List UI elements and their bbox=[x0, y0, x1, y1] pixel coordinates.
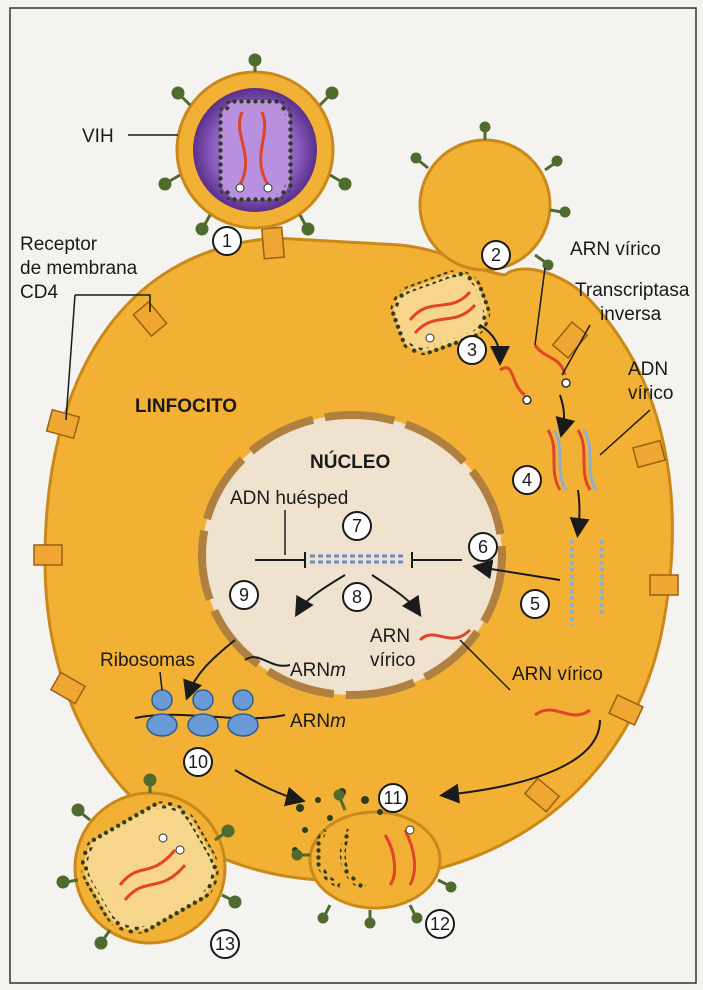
label-receptor-3: CD4 bbox=[20, 282, 58, 303]
label-arn-virico-cyto: ARN vírico bbox=[512, 664, 603, 685]
step-marker-9: 9 bbox=[230, 581, 258, 609]
step-number: 2 bbox=[491, 245, 501, 265]
step-number: 9 bbox=[239, 585, 249, 605]
step-number: 11 bbox=[384, 788, 403, 808]
label-receptor-1: Receptor bbox=[20, 234, 98, 255]
hiv-virion-top bbox=[160, 55, 350, 234]
step-marker-13: 13 bbox=[211, 930, 239, 958]
label-transcriptasa-1: Transcriptasa bbox=[575, 280, 690, 301]
step-number: 1 bbox=[222, 231, 232, 251]
step-number: 8 bbox=[352, 587, 362, 607]
step-number: 3 bbox=[467, 340, 477, 360]
step-number: 7 bbox=[352, 516, 362, 536]
label-ribosomas: Ribosomas bbox=[100, 650, 195, 671]
step-marker-12: 12 bbox=[426, 910, 454, 938]
step-marker-6: 6 bbox=[469, 533, 497, 561]
step-marker-2: 2 bbox=[482, 241, 510, 269]
step-marker-10: 10 bbox=[184, 748, 212, 776]
step-marker-8: 8 bbox=[343, 583, 371, 611]
receptor-4 bbox=[34, 545, 62, 565]
step-number: 12 bbox=[430, 914, 450, 934]
step-marker-1: 1 bbox=[213, 227, 241, 255]
step-number: 4 bbox=[522, 470, 532, 490]
label-adn-virico-1: ADN bbox=[628, 359, 668, 380]
step-marker-7: 7 bbox=[343, 512, 371, 540]
budding-virion-12 bbox=[310, 812, 440, 908]
receptor-8 bbox=[650, 575, 678, 595]
step-marker-3: 3 bbox=[458, 336, 486, 364]
label-arnm: ARNm bbox=[290, 711, 346, 732]
step-number: 6 bbox=[478, 537, 488, 557]
step-number: 5 bbox=[530, 594, 540, 614]
step-marker-4: 4 bbox=[513, 466, 541, 494]
label-arn-virico-nucleus-2: vírico bbox=[370, 650, 415, 671]
label-transcriptasa-2: inversa bbox=[600, 304, 662, 325]
label-adn-virico-2: vírico bbox=[628, 383, 673, 404]
step-number: 10 bbox=[188, 752, 208, 772]
label-linfocito: LINFOCITO bbox=[135, 396, 237, 417]
label-arn-virico-nucleus-1: ARN bbox=[370, 626, 410, 647]
label-nucleo: NÚCLEO bbox=[310, 451, 390, 473]
label-vih: VIH bbox=[82, 126, 114, 147]
step-marker-5: 5 bbox=[521, 590, 549, 618]
label-receptor-2: de membrana bbox=[20, 258, 138, 279]
label-adn-huesped: ADN huésped bbox=[230, 488, 348, 509]
step-marker-11: 11 bbox=[379, 784, 407, 812]
step-number: 13 bbox=[215, 934, 235, 954]
label-arnm-nucleus: ARNm bbox=[290, 660, 346, 681]
receptor-1 bbox=[262, 227, 285, 259]
label-arn-virico-top: ARN vírico bbox=[570, 239, 661, 260]
